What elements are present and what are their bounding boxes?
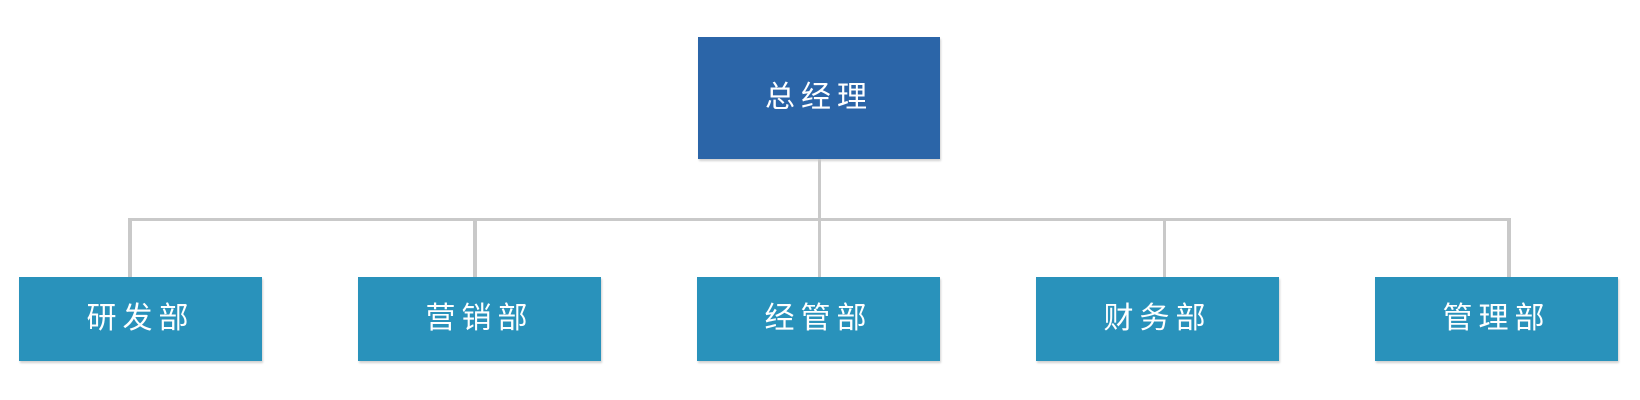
org-node-operations-dept: 经管部 xyxy=(697,277,940,361)
org-node-rnd-dept: 研发部 xyxy=(19,277,262,361)
org-node-admin-dept: 管理部 xyxy=(1375,277,1618,361)
org-node-finance-dept: 财务部 xyxy=(1036,277,1279,361)
connector-drop-dept-3 xyxy=(817,220,821,278)
connector-drop-dept-1 xyxy=(128,220,132,278)
connector-horizontal-rail xyxy=(128,217,1511,221)
org-node-finance-dept-label: 财务部 xyxy=(1103,301,1212,336)
org-node-marketing-dept: 营销部 xyxy=(358,277,601,361)
connector-drop-dept-2 xyxy=(473,220,477,278)
org-node-operations-dept-label: 经管部 xyxy=(764,301,873,336)
connector-drop-dept-4 xyxy=(1162,220,1166,278)
connector-root-vertical xyxy=(817,159,821,219)
org-node-marketing-dept-label: 营销部 xyxy=(425,301,534,336)
org-node-general-manager-label: 总经理 xyxy=(765,80,873,115)
org-node-admin-dept-label: 管理部 xyxy=(1442,301,1551,336)
org-node-general-manager: 总经理 xyxy=(698,37,940,159)
org-node-rnd-dept-label: 研发部 xyxy=(86,301,195,336)
connector-drop-dept-5 xyxy=(1507,220,1511,278)
